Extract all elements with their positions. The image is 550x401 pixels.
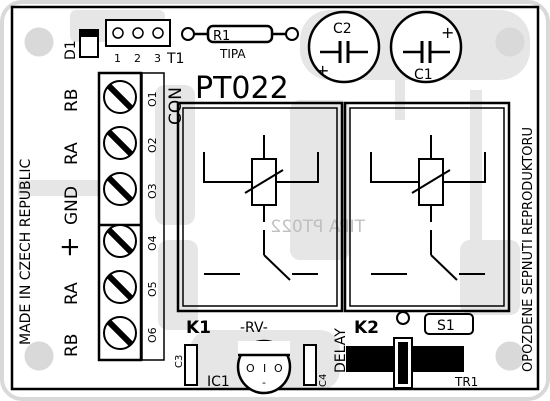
terminal-label-1: RB (62, 89, 82, 112)
ic1-pin-o-left: O (246, 362, 255, 375)
d1-label: D1 (63, 40, 79, 60)
terminal-label-5: RA (62, 282, 82, 305)
ic1-label: IC1 (207, 374, 230, 390)
r1-label: R1 (213, 29, 230, 44)
k1-label: K1 (186, 318, 211, 338)
tr1-label: TR1 (454, 375, 478, 389)
ic1-pin-o-right: O (274, 362, 283, 375)
c3-label: C3 (174, 355, 185, 368)
pin-numbers: O1 O2 O3 O4 O5 O6 (146, 91, 159, 343)
capacitor-c2: C2 + (307, 10, 381, 84)
mounting-holes (24, 27, 525, 371)
ic1-pin-i: I (263, 362, 266, 375)
rv-label: -RV- (240, 320, 268, 336)
t1-pin-2: 2 (134, 52, 141, 65)
terminal-label-4: + (55, 236, 85, 258)
pin-number-4: O4 (146, 235, 159, 251)
t1-pin-1: 1 (114, 52, 121, 65)
pin-number-6: O6 (146, 327, 159, 343)
switch-s1: S1 (396, 311, 474, 335)
capacitor-c1: C1 + (389, 10, 463, 84)
relay-k2: K2 (343, 101, 511, 338)
t1-pin-3: 3 (154, 52, 161, 65)
terminal-block (97, 71, 165, 362)
pin-number-1: O1 (146, 91, 159, 107)
board-title: PT022 (195, 71, 289, 106)
c2-plus: + (316, 61, 329, 80)
relay-k1: K1 (176, 101, 344, 338)
pin-number-2: O2 (146, 137, 159, 153)
c1-label: C1 (414, 67, 433, 83)
pin-number-5: O5 (146, 281, 159, 297)
s1-label: S1 (437, 318, 455, 334)
made-in-label: MADE IN CZECH REPUBLIC (18, 158, 34, 345)
k2-label: K2 (354, 318, 379, 338)
mirror-text: TIPA PT022 (270, 217, 366, 237)
terminal-label-2: RA (62, 142, 82, 165)
ic1-pin-minus: - (262, 376, 266, 389)
c4-label: C4 (318, 374, 329, 387)
r1-note: TIPA (219, 47, 246, 61)
delay-label: DELAY (333, 328, 349, 373)
terminal-label-6: RB (62, 334, 82, 357)
connector-label: CON (166, 87, 186, 125)
board-outline (10, 5, 540, 391)
ic1: O I O - IC1 (207, 339, 292, 395)
terminal-labels: RB RA GND + RA RB (55, 89, 85, 357)
terminal-label-3: GND (62, 186, 82, 225)
resistor-r1: R1 TIPA (181, 24, 299, 61)
trimmer-tr1: TR1 (346, 337, 478, 389)
c2-label: C2 (333, 21, 352, 37)
pin-number-3: O3 (146, 183, 159, 199)
capacitor-c4: C4 (303, 344, 329, 387)
c1-plus: + (441, 23, 454, 42)
terminal-screws (103, 80, 137, 350)
transistor-t1: 1 2 3 T1 (105, 19, 184, 67)
diode-d1: D1 (63, 29, 99, 60)
description-label: OPOZDENE SEPNUTI REPRODUKTORU (521, 127, 536, 372)
capacitor-c3: C3 (174, 344, 198, 386)
t1-label: T1 (166, 51, 184, 67)
